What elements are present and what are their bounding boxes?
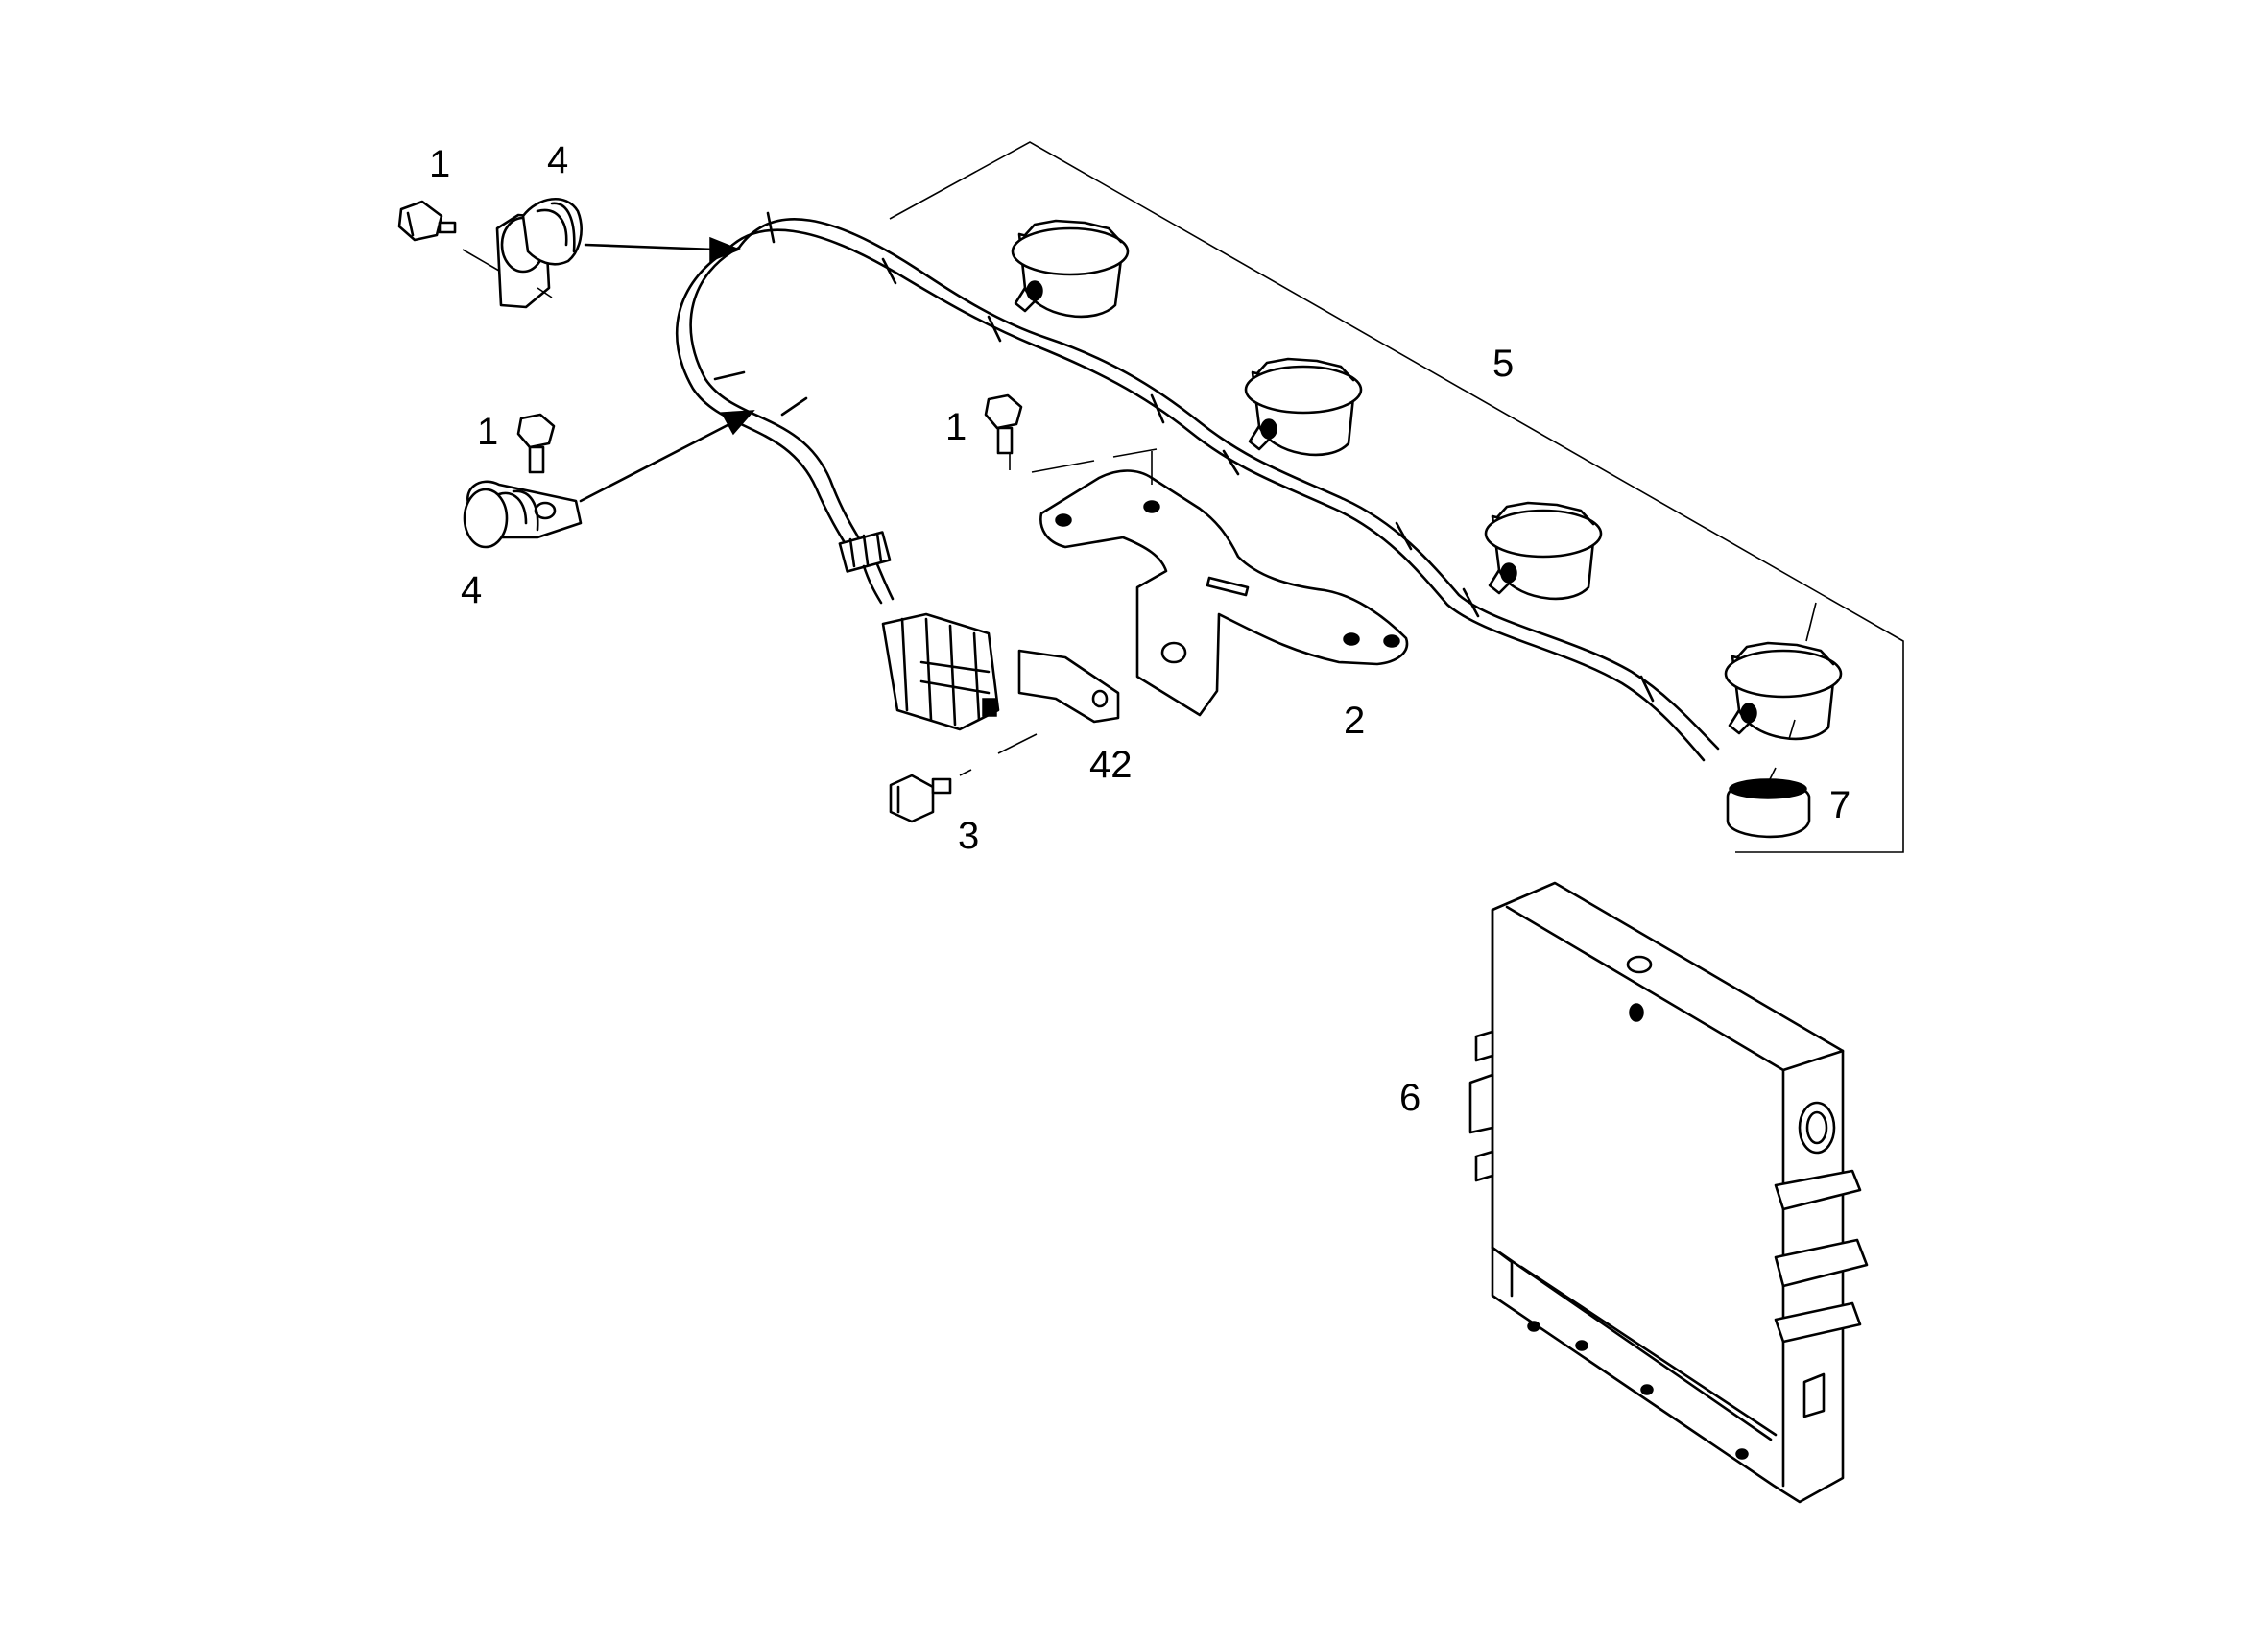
main-connector bbox=[881, 612, 1000, 731]
callout-4-bottom: 4 bbox=[461, 569, 482, 611]
harness-bracket bbox=[1039, 469, 1409, 717]
bolt-1a bbox=[397, 200, 457, 242]
harness-group-outline bbox=[889, 141, 1904, 853]
callout-5-harness: 5 bbox=[1492, 343, 1514, 385]
plug-cap-7 bbox=[1726, 778, 1811, 839]
ecu-module bbox=[1468, 881, 1869, 1504]
bolt-3 bbox=[889, 774, 952, 823]
callout-3-bolt: 3 bbox=[958, 815, 979, 857]
callout-1-top: 1 bbox=[429, 143, 450, 185]
bolt-1b bbox=[516, 413, 556, 474]
injector-connector-4 bbox=[1724, 602, 1843, 741]
callout-1-bracket: 1 bbox=[945, 406, 967, 448]
callout-4-top: 4 bbox=[547, 139, 568, 181]
callout-42-connector-bracket: 42 bbox=[1089, 744, 1133, 786]
callout-1-mid: 1 bbox=[477, 411, 498, 453]
callout-6-ecu: 6 bbox=[1399, 1077, 1420, 1119]
leader-lines bbox=[462, 236, 1796, 780]
injector-connector-2 bbox=[1244, 357, 1363, 457]
clip-4a bbox=[495, 197, 583, 309]
injector-connector-1 bbox=[1011, 219, 1130, 319]
bolt-1c bbox=[984, 393, 1023, 455]
clip-4b bbox=[463, 480, 583, 549]
callout-7-cap: 7 bbox=[1829, 784, 1850, 826]
connector-bracket-42 bbox=[1017, 649, 1120, 724]
injector-connector-3 bbox=[1484, 501, 1603, 601]
callout-labels: 1 4 1 4 1 5 2 42 3 7 6 bbox=[429, 139, 1850, 1119]
callout-2-bracket: 2 bbox=[1344, 700, 1365, 742]
